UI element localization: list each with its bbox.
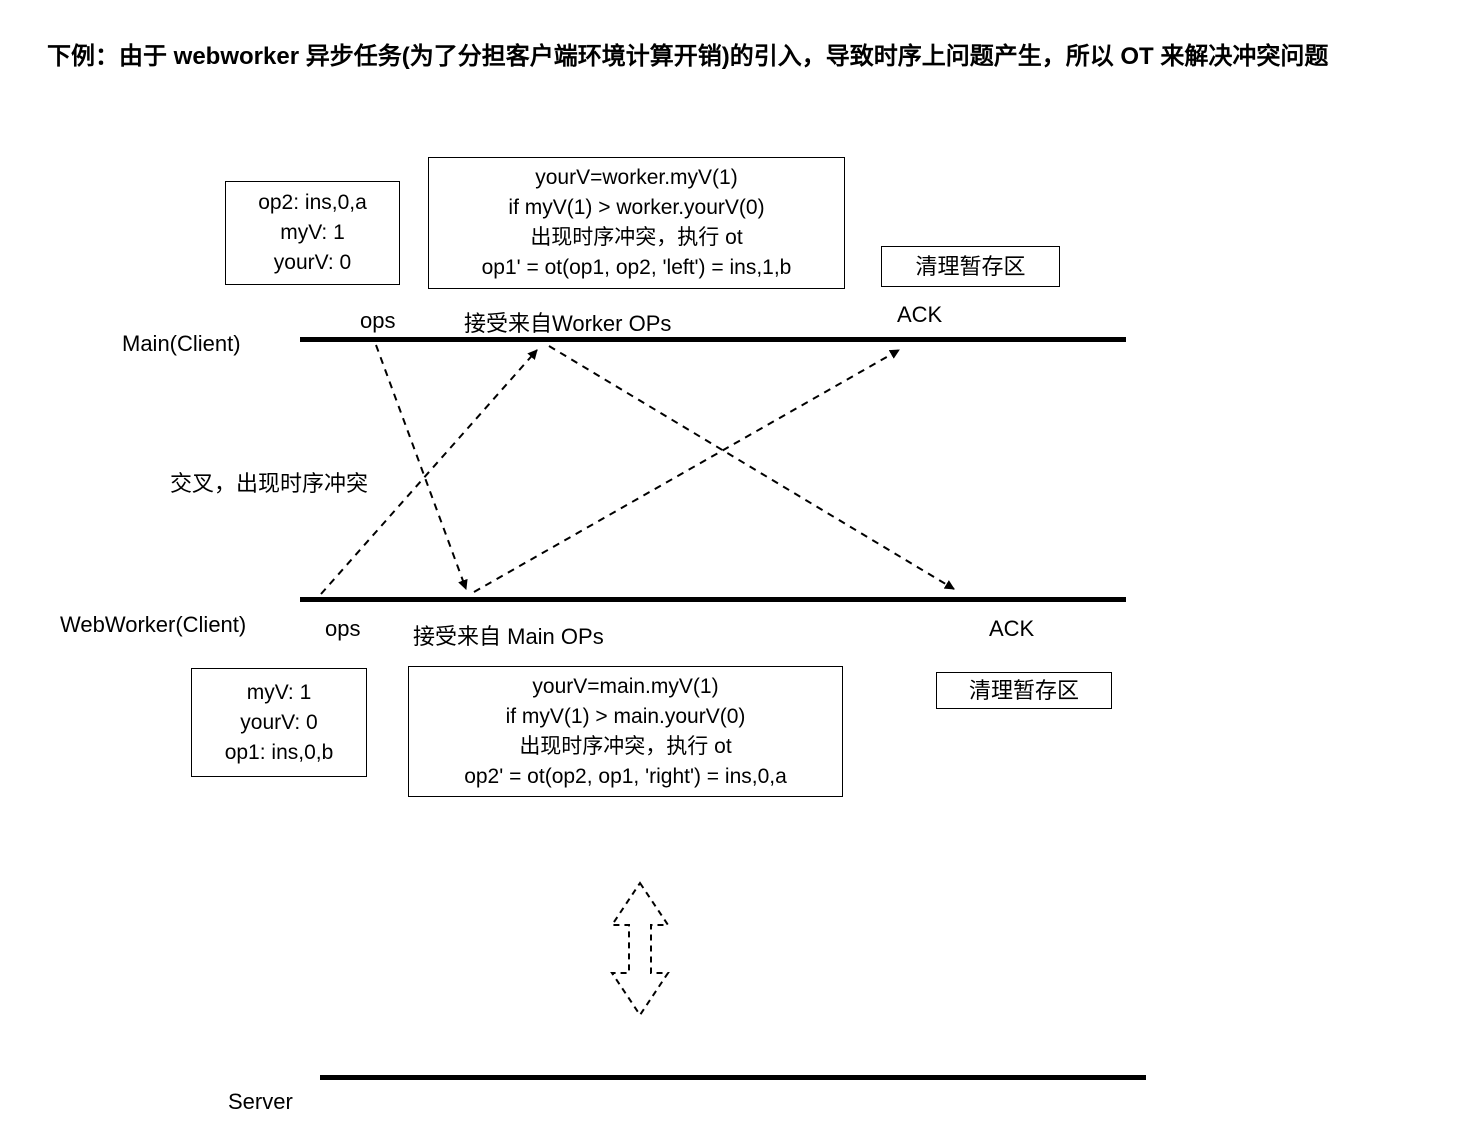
main-ot-line: yourV=worker.myV(1)	[535, 166, 738, 189]
main-clear-buffer-label: 清理暂存区	[915, 253, 1026, 279]
main-to-worker-ack-arrow	[548, 345, 955, 590]
worker-state-line: yourV: 0	[240, 710, 318, 734]
server-timeline	[320, 1075, 1146, 1080]
server-sync-arrow	[610, 881, 670, 1017]
worker-ot-line: if myV(1) > main.yourV(0)	[505, 704, 746, 728]
worker-state-box: myV: 1 yourV: 0 op1: ins,0,b	[191, 668, 367, 777]
main-clear-buffer-box: 清理暂存区	[881, 246, 1060, 287]
main-ot-line: if myV(1) > worker.yourV(0)	[508, 196, 765, 219]
worker-clear-buffer-label: 清理暂存区	[968, 677, 1079, 703]
main-state-line: myV: 1	[280, 221, 345, 244]
main-timeline	[300, 337, 1126, 342]
main-ot-line: op1' = ot(op1, op2, 'left') = ins,1,b	[481, 256, 792, 279]
main-state-line: yourV: 0	[273, 251, 352, 274]
main-ot-line: 出现时序冲突，执行 ot	[530, 226, 743, 249]
worker-state-line: op1: ins,0,b	[224, 740, 334, 764]
main-receive-label: 接受来自Worker OPs	[464, 311, 672, 336]
worker-lane-label: WebWorker(Client)	[60, 612, 247, 637]
worker-ot-line: op2' = ot(op2, op1, 'right') = ins,0,a	[464, 764, 787, 788]
worker-clear-buffer-box: 清理暂存区	[936, 672, 1112, 709]
worker-ot-line: yourV=main.myV(1)	[532, 674, 719, 698]
main-state-line: op2: ins,0,a	[258, 191, 367, 214]
page-title: 下例：由于 webworker 异步任务(为了分担客户端环境计算开销)的引入，导…	[47, 43, 1329, 70]
worker-ot-box: yourV=main.myV(1) if myV(1) > main.yourV…	[408, 666, 843, 797]
main-state-box: op2: ins,0,a myV: 1 yourV: 0	[225, 181, 400, 285]
worker-ops-label: ops	[325, 616, 361, 641]
main-ot-box: yourV=worker.myV(1) if myV(1) > worker.y…	[428, 157, 845, 289]
worker-timeline	[300, 597, 1126, 602]
worker-ack-label: ACK	[989, 616, 1035, 641]
worker-to-main-ack-arrow	[473, 349, 900, 593]
worker-ot-line: 出现时序冲突，执行 ot	[519, 734, 732, 758]
main-ops-label: ops	[360, 308, 396, 333]
worker-state-line: myV: 1	[246, 680, 312, 704]
main-ack-label: ACK	[897, 302, 943, 327]
server-lane-label: Server	[228, 1089, 293, 1114]
cross-conflict-label: 交叉，出现时序冲突	[170, 471, 369, 496]
main-to-worker-ops-arrow	[375, 344, 468, 590]
main-lane-label: Main(Client)	[122, 331, 241, 356]
worker-receive-label: 接受来自 Main OPs	[413, 624, 604, 649]
